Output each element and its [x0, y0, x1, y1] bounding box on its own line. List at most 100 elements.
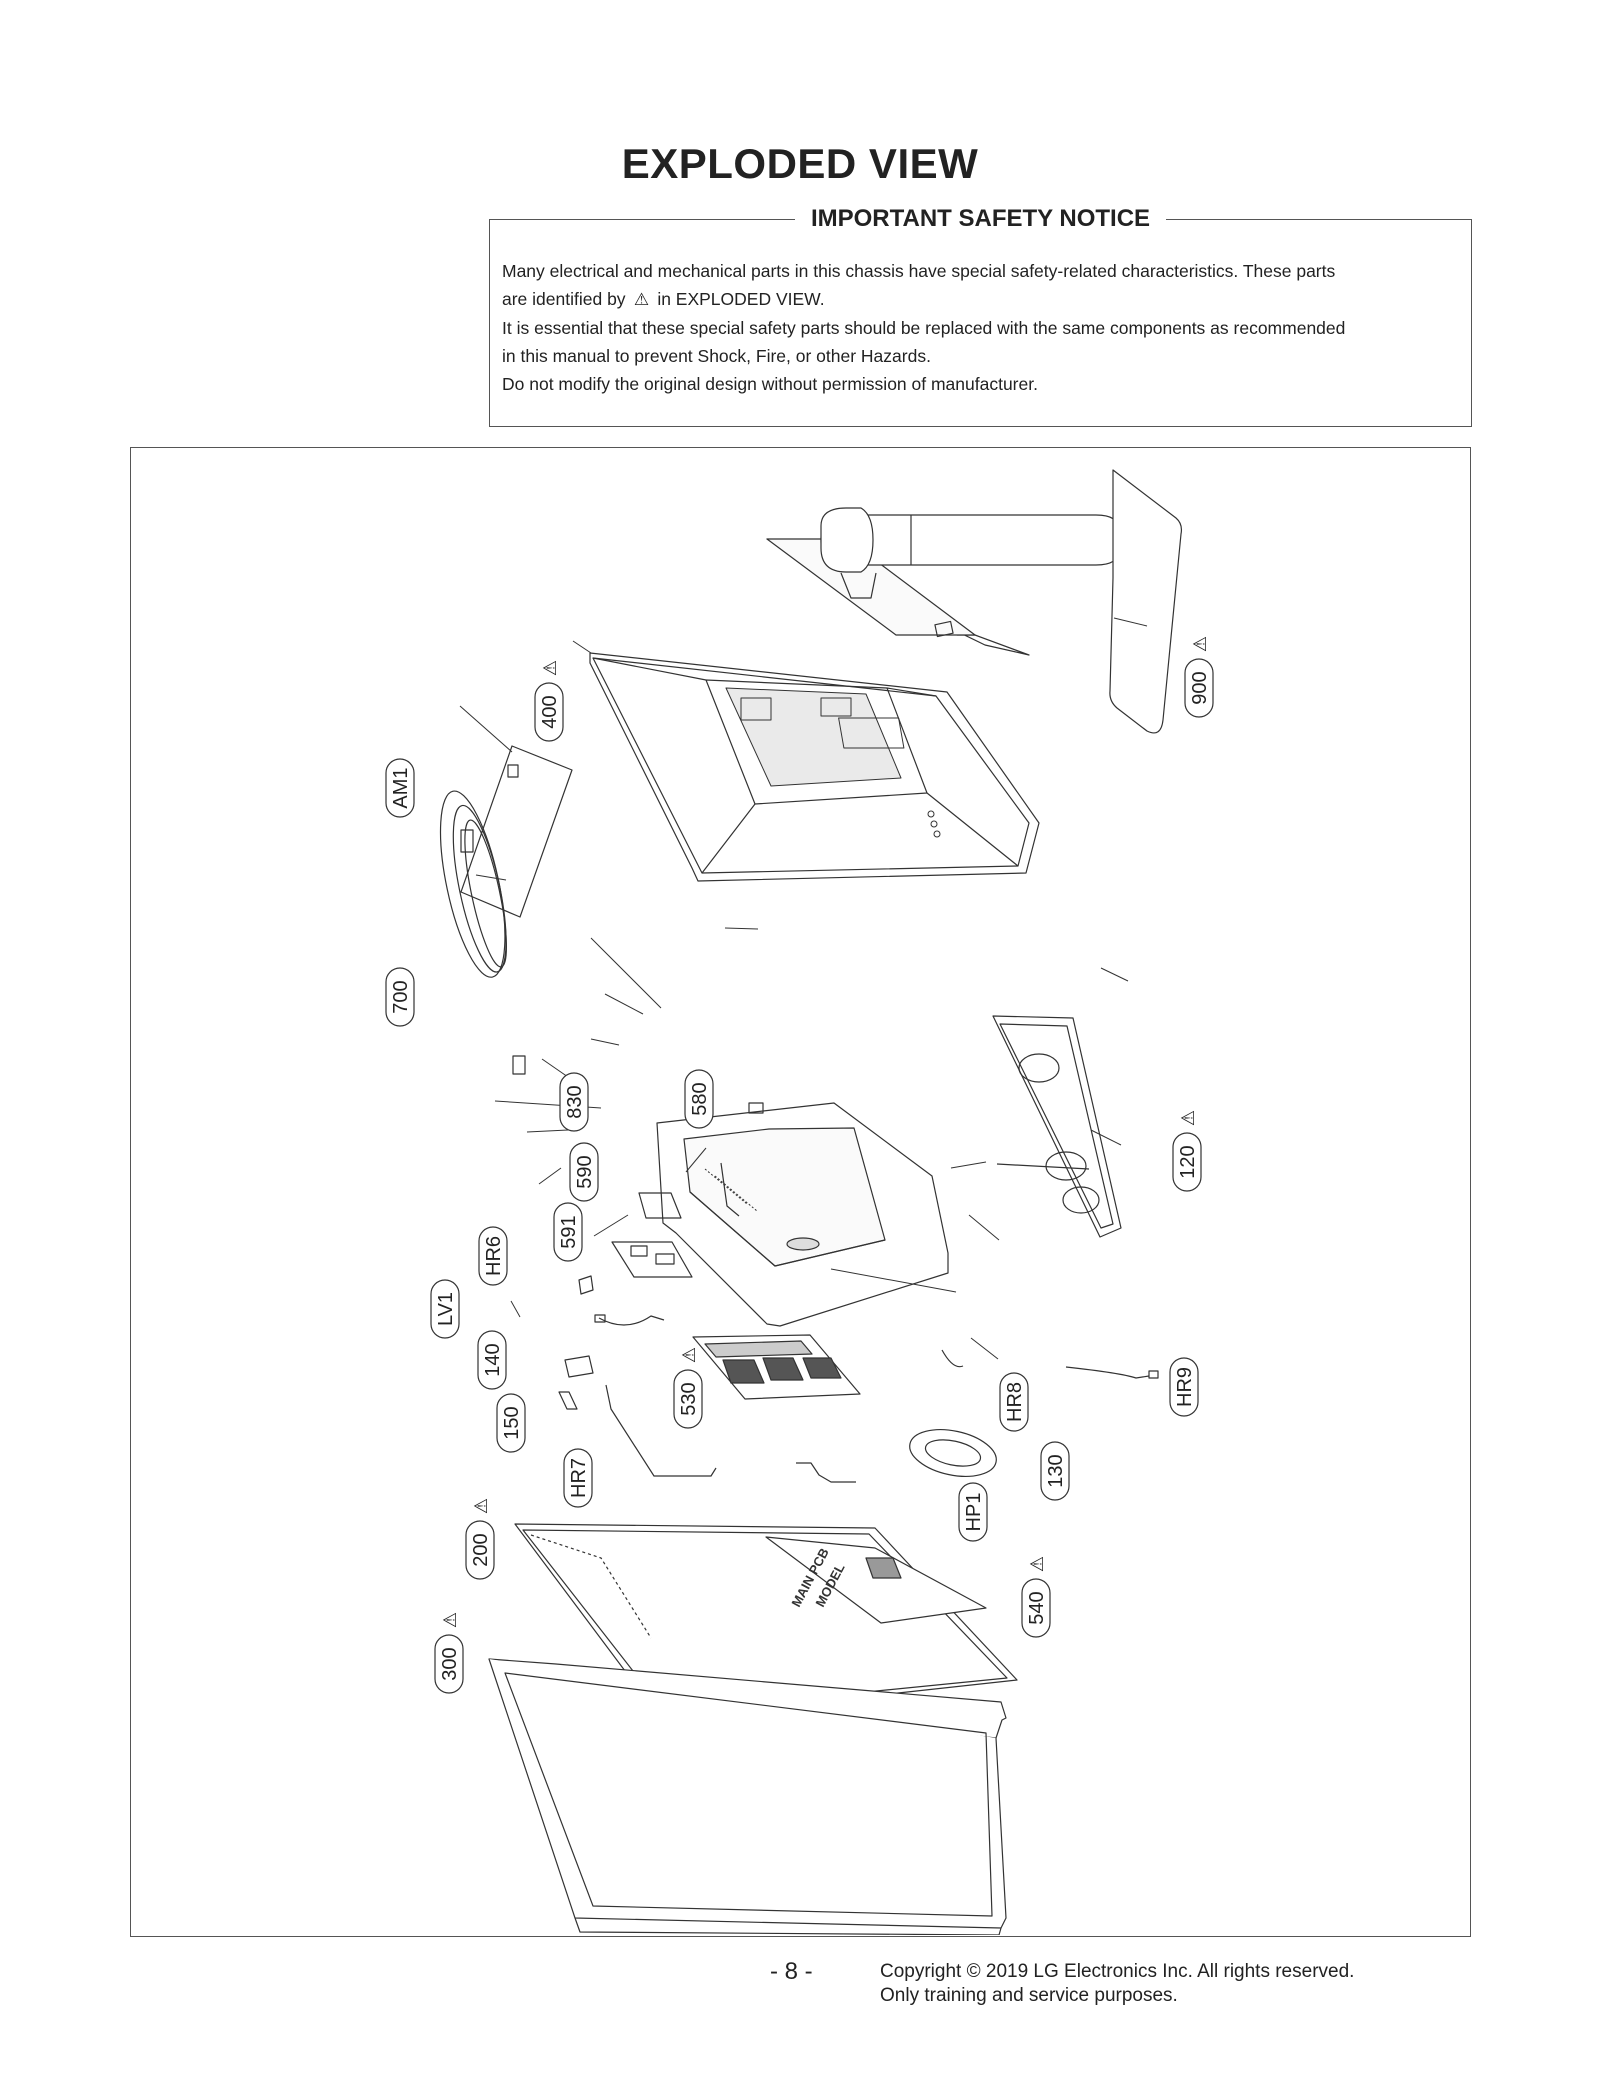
callout-tag-outline — [478, 1226, 508, 1286]
safety-notice-box: IMPORTANT SAFETY NOTICE Many electrical … — [489, 205, 1472, 427]
callout-am1: AM1 — [385, 758, 415, 818]
part-130-ring-drawing — [909, 1429, 997, 1477]
callout-tag-outline — [999, 1372, 1029, 1432]
exploded-view-drawing: MAIN PCB MODEL — [385, 469, 1214, 1935]
callout-140: 140 — [477, 1330, 507, 1390]
safety-warning-icon: ⚠ — [1027, 1556, 1047, 1572]
callout-tag-outline — [465, 1520, 495, 1580]
notice-line-3: It is essential that these special safet… — [502, 318, 1346, 338]
callout-300: 300⚠ — [434, 1612, 464, 1694]
callout-tag-outline — [385, 967, 415, 1027]
hr9-cable-drawing — [1065, 1366, 1150, 1379]
callout-tag-outline — [958, 1482, 988, 1542]
panel-300-drawing — [488, 1658, 1007, 1935]
callout-label: 591 — [558, 1215, 580, 1248]
callout-label: 200 — [470, 1533, 492, 1566]
hr9-connector — [1148, 1370, 1159, 1379]
part-150-drawing — [558, 1391, 578, 1410]
callout-tag-outline — [477, 1330, 507, 1390]
callout-tag-outline — [673, 1369, 703, 1429]
notice-line-2: are identified by ⚠ in EXPLODED VIEW. — [502, 285, 1459, 314]
lv1-connector — [594, 1314, 606, 1323]
warning-triangle-icon: ⚠ — [633, 290, 650, 309]
callout-label: 130 — [1045, 1454, 1067, 1487]
copyright-notice: Copyright © 2019 LG Electronics Inc. All… — [880, 1960, 1354, 2008]
hr6-part-drawing — [578, 1275, 594, 1295]
callout-900: 900⚠ — [1184, 636, 1214, 718]
safety-notice-body: Many electrical and mechanical parts in … — [502, 257, 1459, 398]
callout-150: 150 — [496, 1393, 526, 1453]
small-clip-drawing — [748, 1102, 764, 1114]
callout-530: 530⚠ — [673, 1347, 703, 1429]
callout-label: HP1 — [963, 1493, 985, 1532]
callout-tag-outline — [1184, 658, 1214, 718]
callout-lv1: LV1 — [430, 1279, 460, 1339]
rear-plate-slot — [507, 764, 519, 778]
copyright-line-2: Only training and service purposes. — [880, 1985, 1178, 2006]
page-title: EXPLODED VIEW — [621, 140, 979, 187]
exploded-view-diagram: MAIN PCB MODEL — [130, 447, 1471, 1937]
part-drawings: MAIN PCB MODEL — [439, 469, 1183, 1935]
callout-tag-outline — [1021, 1578, 1051, 1638]
callout-hr8: HR8 — [999, 1372, 1029, 1432]
callout-591: 591 — [553, 1202, 583, 1262]
callout-label: 590 — [574, 1155, 596, 1188]
leader-lines — [459, 617, 1148, 1439]
safety-warning-icon: ⚠ — [471, 1498, 491, 1514]
callout-label: 150 — [501, 1406, 523, 1439]
callout-tag-outline — [434, 1634, 464, 1694]
notice-line-2-start: are identified by — [502, 289, 626, 309]
callout-tag-outline — [385, 758, 415, 818]
callout-tag-outline — [496, 1393, 526, 1453]
callout-label: 700 — [390, 980, 412, 1013]
bracket-591-drawing — [611, 1241, 693, 1278]
callout-hr6: HR6 — [478, 1226, 508, 1286]
callout-label: 830 — [564, 1085, 586, 1118]
callout-tag-outline — [563, 1448, 593, 1508]
callout-label: HR9 — [1174, 1367, 1196, 1407]
lv1-cable-drawing — [598, 1315, 665, 1326]
bracket-590-drawing — [638, 1192, 682, 1219]
hr8-cable-drawing — [941, 1349, 964, 1368]
speaker-drawing — [992, 1015, 1122, 1238]
callout-700: 700 — [385, 967, 415, 1027]
safety-warning-icon: ⚠ — [540, 660, 560, 676]
callout-tag-outline — [569, 1142, 599, 1202]
callout-400: 400⚠ — [534, 660, 564, 742]
copyright-line-1: Copyright © 2019 LG Electronics Inc. All… — [880, 1961, 1355, 1982]
callout-hr7: HR7 — [563, 1448, 593, 1508]
callout-label: 540 — [1026, 1591, 1048, 1624]
safety-notice-title: IMPORTANT SAFETY NOTICE — [794, 205, 1167, 232]
callout-tag-outline — [534, 682, 564, 742]
callout-540: 540 ⚠ — [1021, 1556, 1051, 1638]
back-cover-drawing — [589, 652, 1040, 882]
callout-tag-outline — [684, 1069, 714, 1129]
part-140-drawing — [564, 1355, 594, 1378]
notice-line-5: Do not modify the original design withou… — [502, 374, 1038, 394]
safety-warning-icon: ⚠ — [679, 1347, 699, 1363]
rear-plate-drawing — [460, 745, 573, 918]
callout-tag-outline — [1169, 1357, 1199, 1417]
pcb-530-drawing — [692, 1334, 861, 1400]
callout-tag-outline — [553, 1202, 583, 1262]
safety-warning-icon: ⚠ — [1178, 1110, 1198, 1126]
callout-830: 830 — [559, 1072, 589, 1132]
callout-590: 590 — [569, 1142, 599, 1202]
hr7-ffc-drawing — [605, 1384, 717, 1477]
callout-label: HR7 — [568, 1458, 590, 1498]
callout-label: 140 — [482, 1343, 504, 1376]
callout-120: 120⚠ — [1172, 1110, 1202, 1192]
page-number: - 8 - — [770, 1958, 813, 1985]
callout-tag-outline — [1172, 1132, 1202, 1192]
callout-label: 580 — [689, 1082, 711, 1115]
callout-200: 200 ⚠ — [465, 1498, 495, 1580]
main-frame-drawing — [656, 1102, 949, 1327]
callout-tag-outline — [1040, 1441, 1070, 1501]
stand-assembly-drawing — [766, 469, 1183, 734]
callout-hp1: HP1 — [958, 1482, 988, 1542]
callout-label: 900 — [1189, 671, 1211, 704]
callout-580: 580 — [684, 1069, 714, 1129]
hp1-cable-drawing — [796, 1462, 856, 1483]
callout-130: 130 — [1040, 1441, 1070, 1501]
